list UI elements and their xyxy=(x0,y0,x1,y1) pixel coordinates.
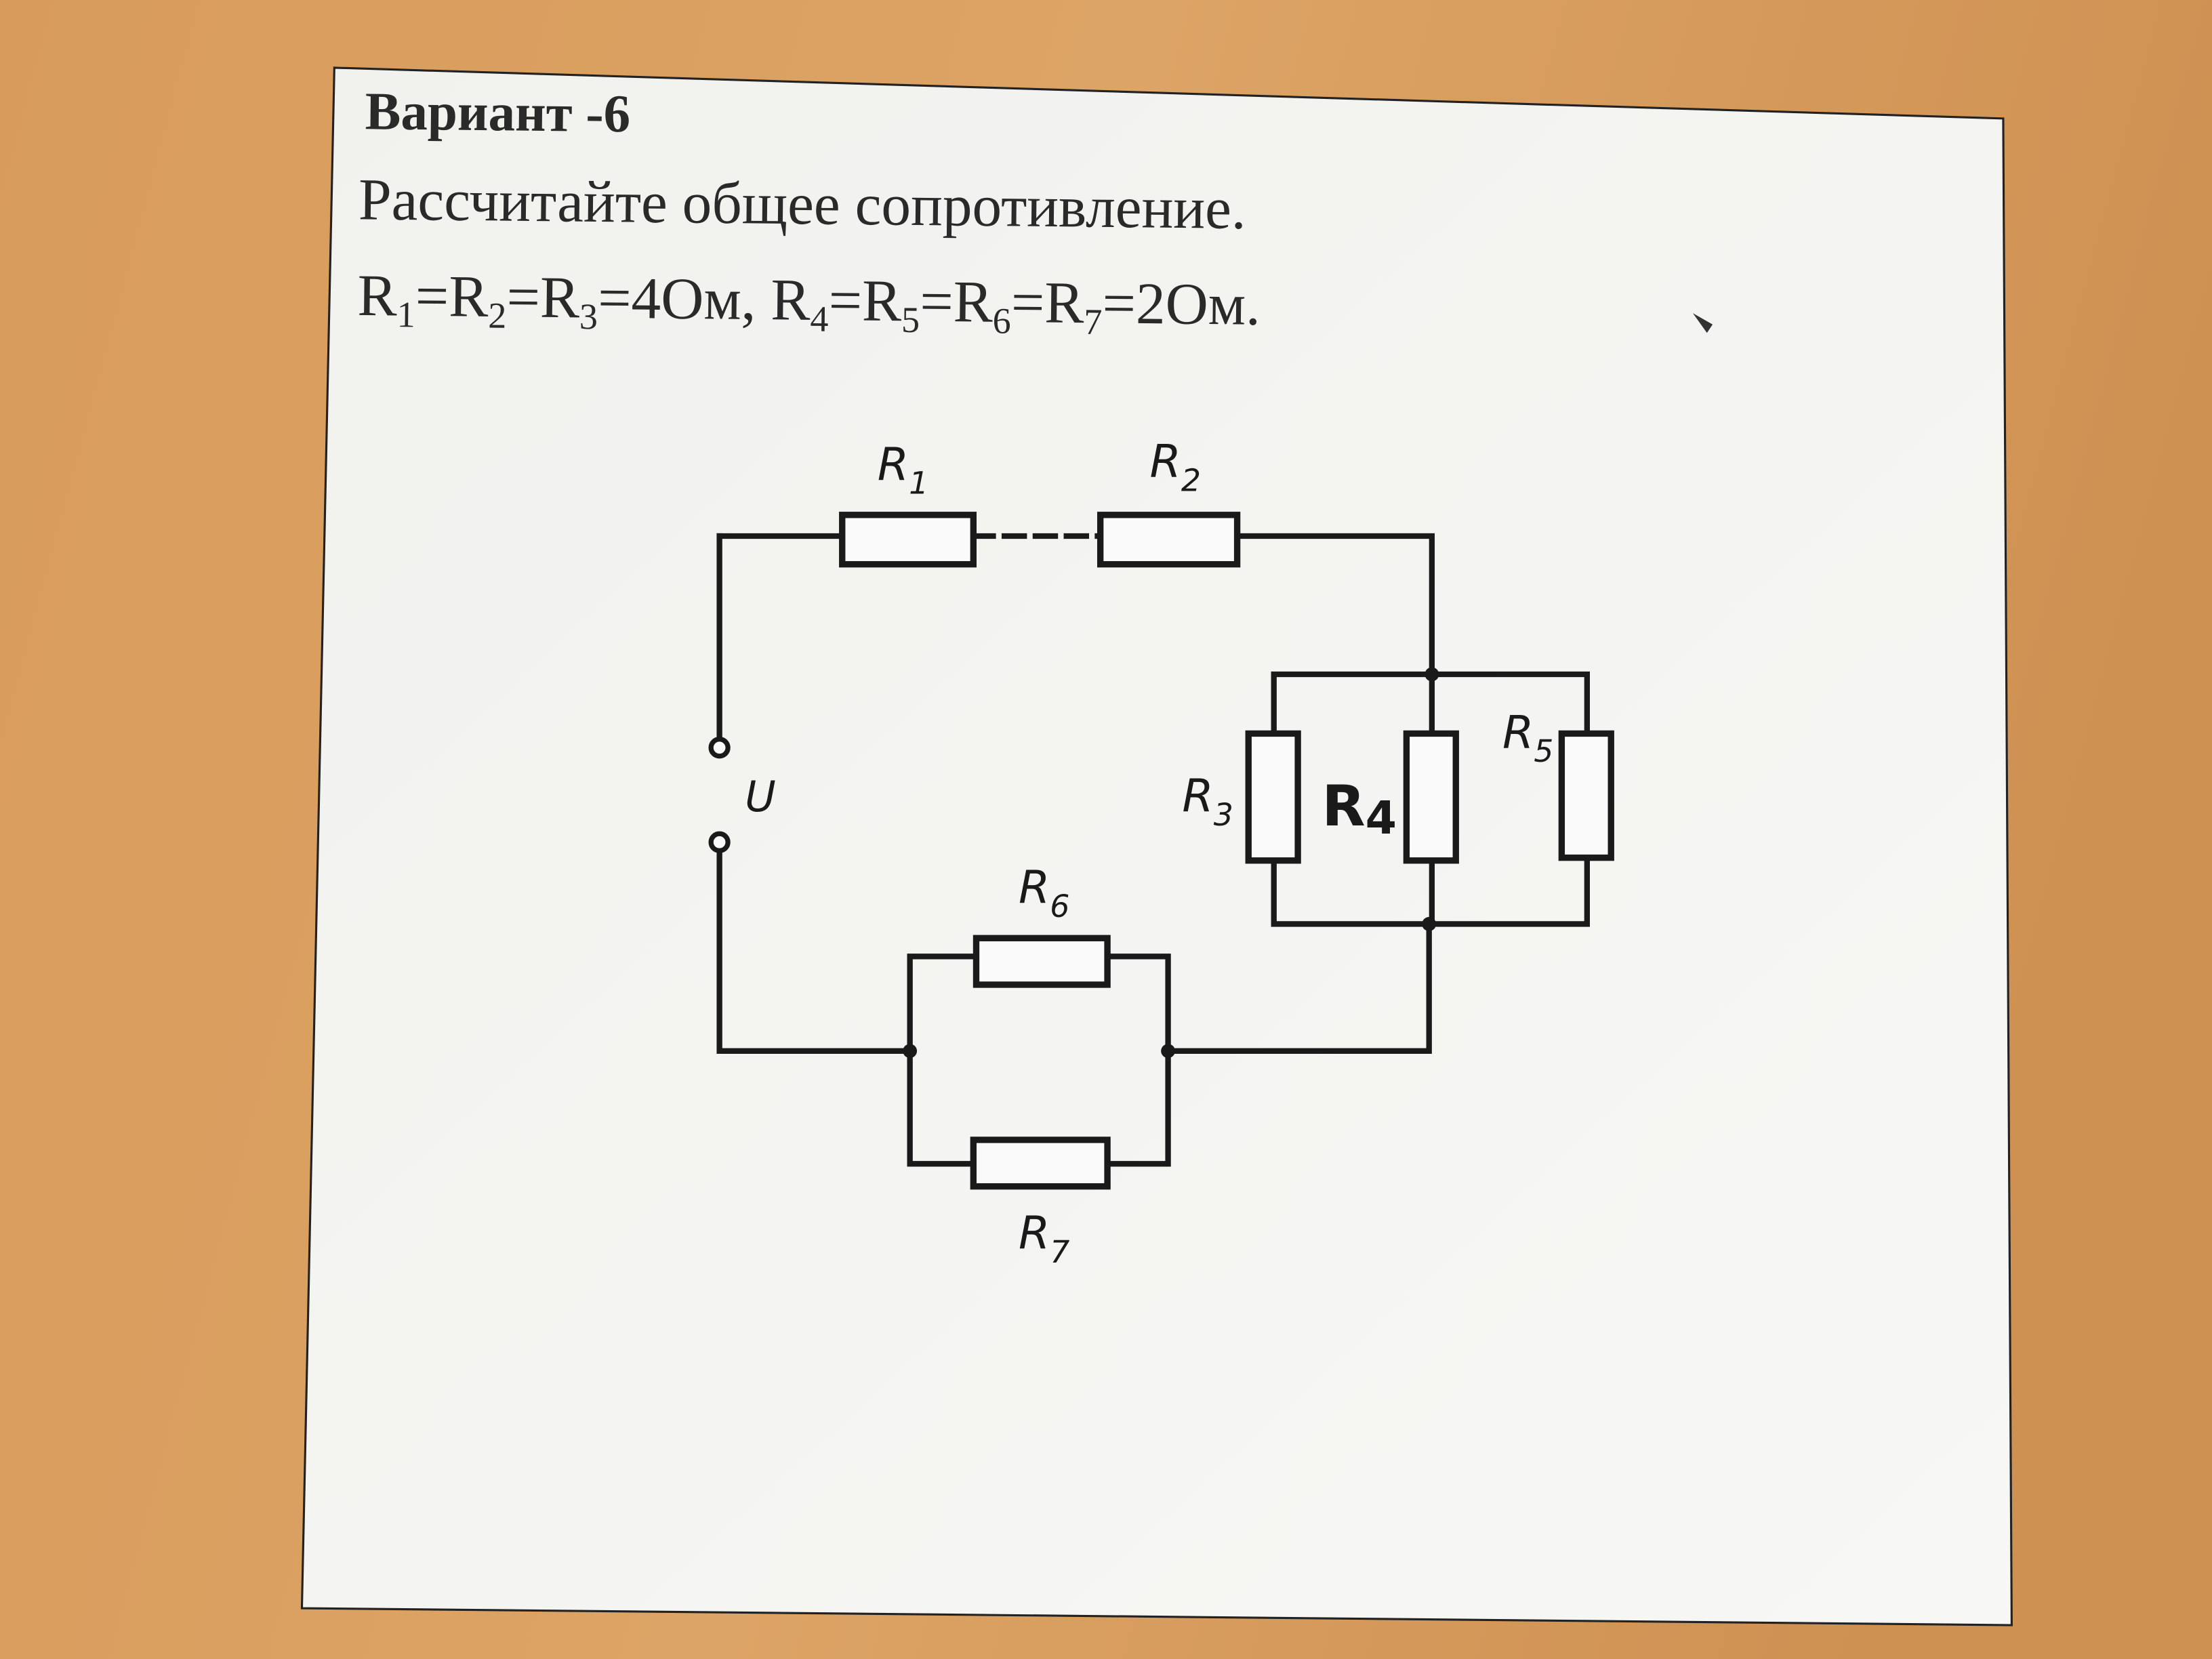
label-r6: R6 xyxy=(1019,861,1069,924)
label-r5: R5 xyxy=(1502,705,1553,769)
node xyxy=(1161,1044,1175,1059)
given-values: R1=R2=R3=4Ом, R4=R5=R6=R7=2Ом. xyxy=(357,262,1261,344)
resistor-r6 xyxy=(972,935,1111,988)
wire-bottom xyxy=(1165,921,1432,1054)
wire-left xyxy=(716,533,913,1054)
variant-title: Вариант -6 xyxy=(365,82,630,144)
node xyxy=(1425,667,1439,682)
resistor-r2 xyxy=(1097,512,1241,568)
wire-top xyxy=(716,533,1435,678)
terminal-bottom xyxy=(708,831,731,853)
circuit-diagram: U R1 R2 R3 R4 R5 R6 R7 xyxy=(708,435,1614,1270)
resistor-r5 xyxy=(1558,730,1614,861)
paper-sheet xyxy=(300,66,2013,1626)
wire-r6-r7 xyxy=(907,954,1171,1167)
label-r2: R2 xyxy=(1150,435,1201,499)
resistor-r7 xyxy=(970,1136,1111,1190)
label-r4-handwritten: R4 xyxy=(1322,773,1396,844)
resistor-r4 xyxy=(1403,730,1459,864)
resistor-r3 xyxy=(1245,730,1301,864)
label-r1: R1 xyxy=(878,438,928,501)
node xyxy=(903,1044,918,1059)
label-r3: R3 xyxy=(1182,769,1233,833)
terminal-top xyxy=(708,737,731,759)
ink-mark xyxy=(1692,313,1713,333)
resistor-r1 xyxy=(839,512,977,568)
node xyxy=(1422,917,1437,931)
label-r7: R7 xyxy=(1019,1206,1069,1270)
source-label: U xyxy=(745,772,776,821)
task-text: Рассчитайте общее сопротивление. xyxy=(359,166,1247,241)
